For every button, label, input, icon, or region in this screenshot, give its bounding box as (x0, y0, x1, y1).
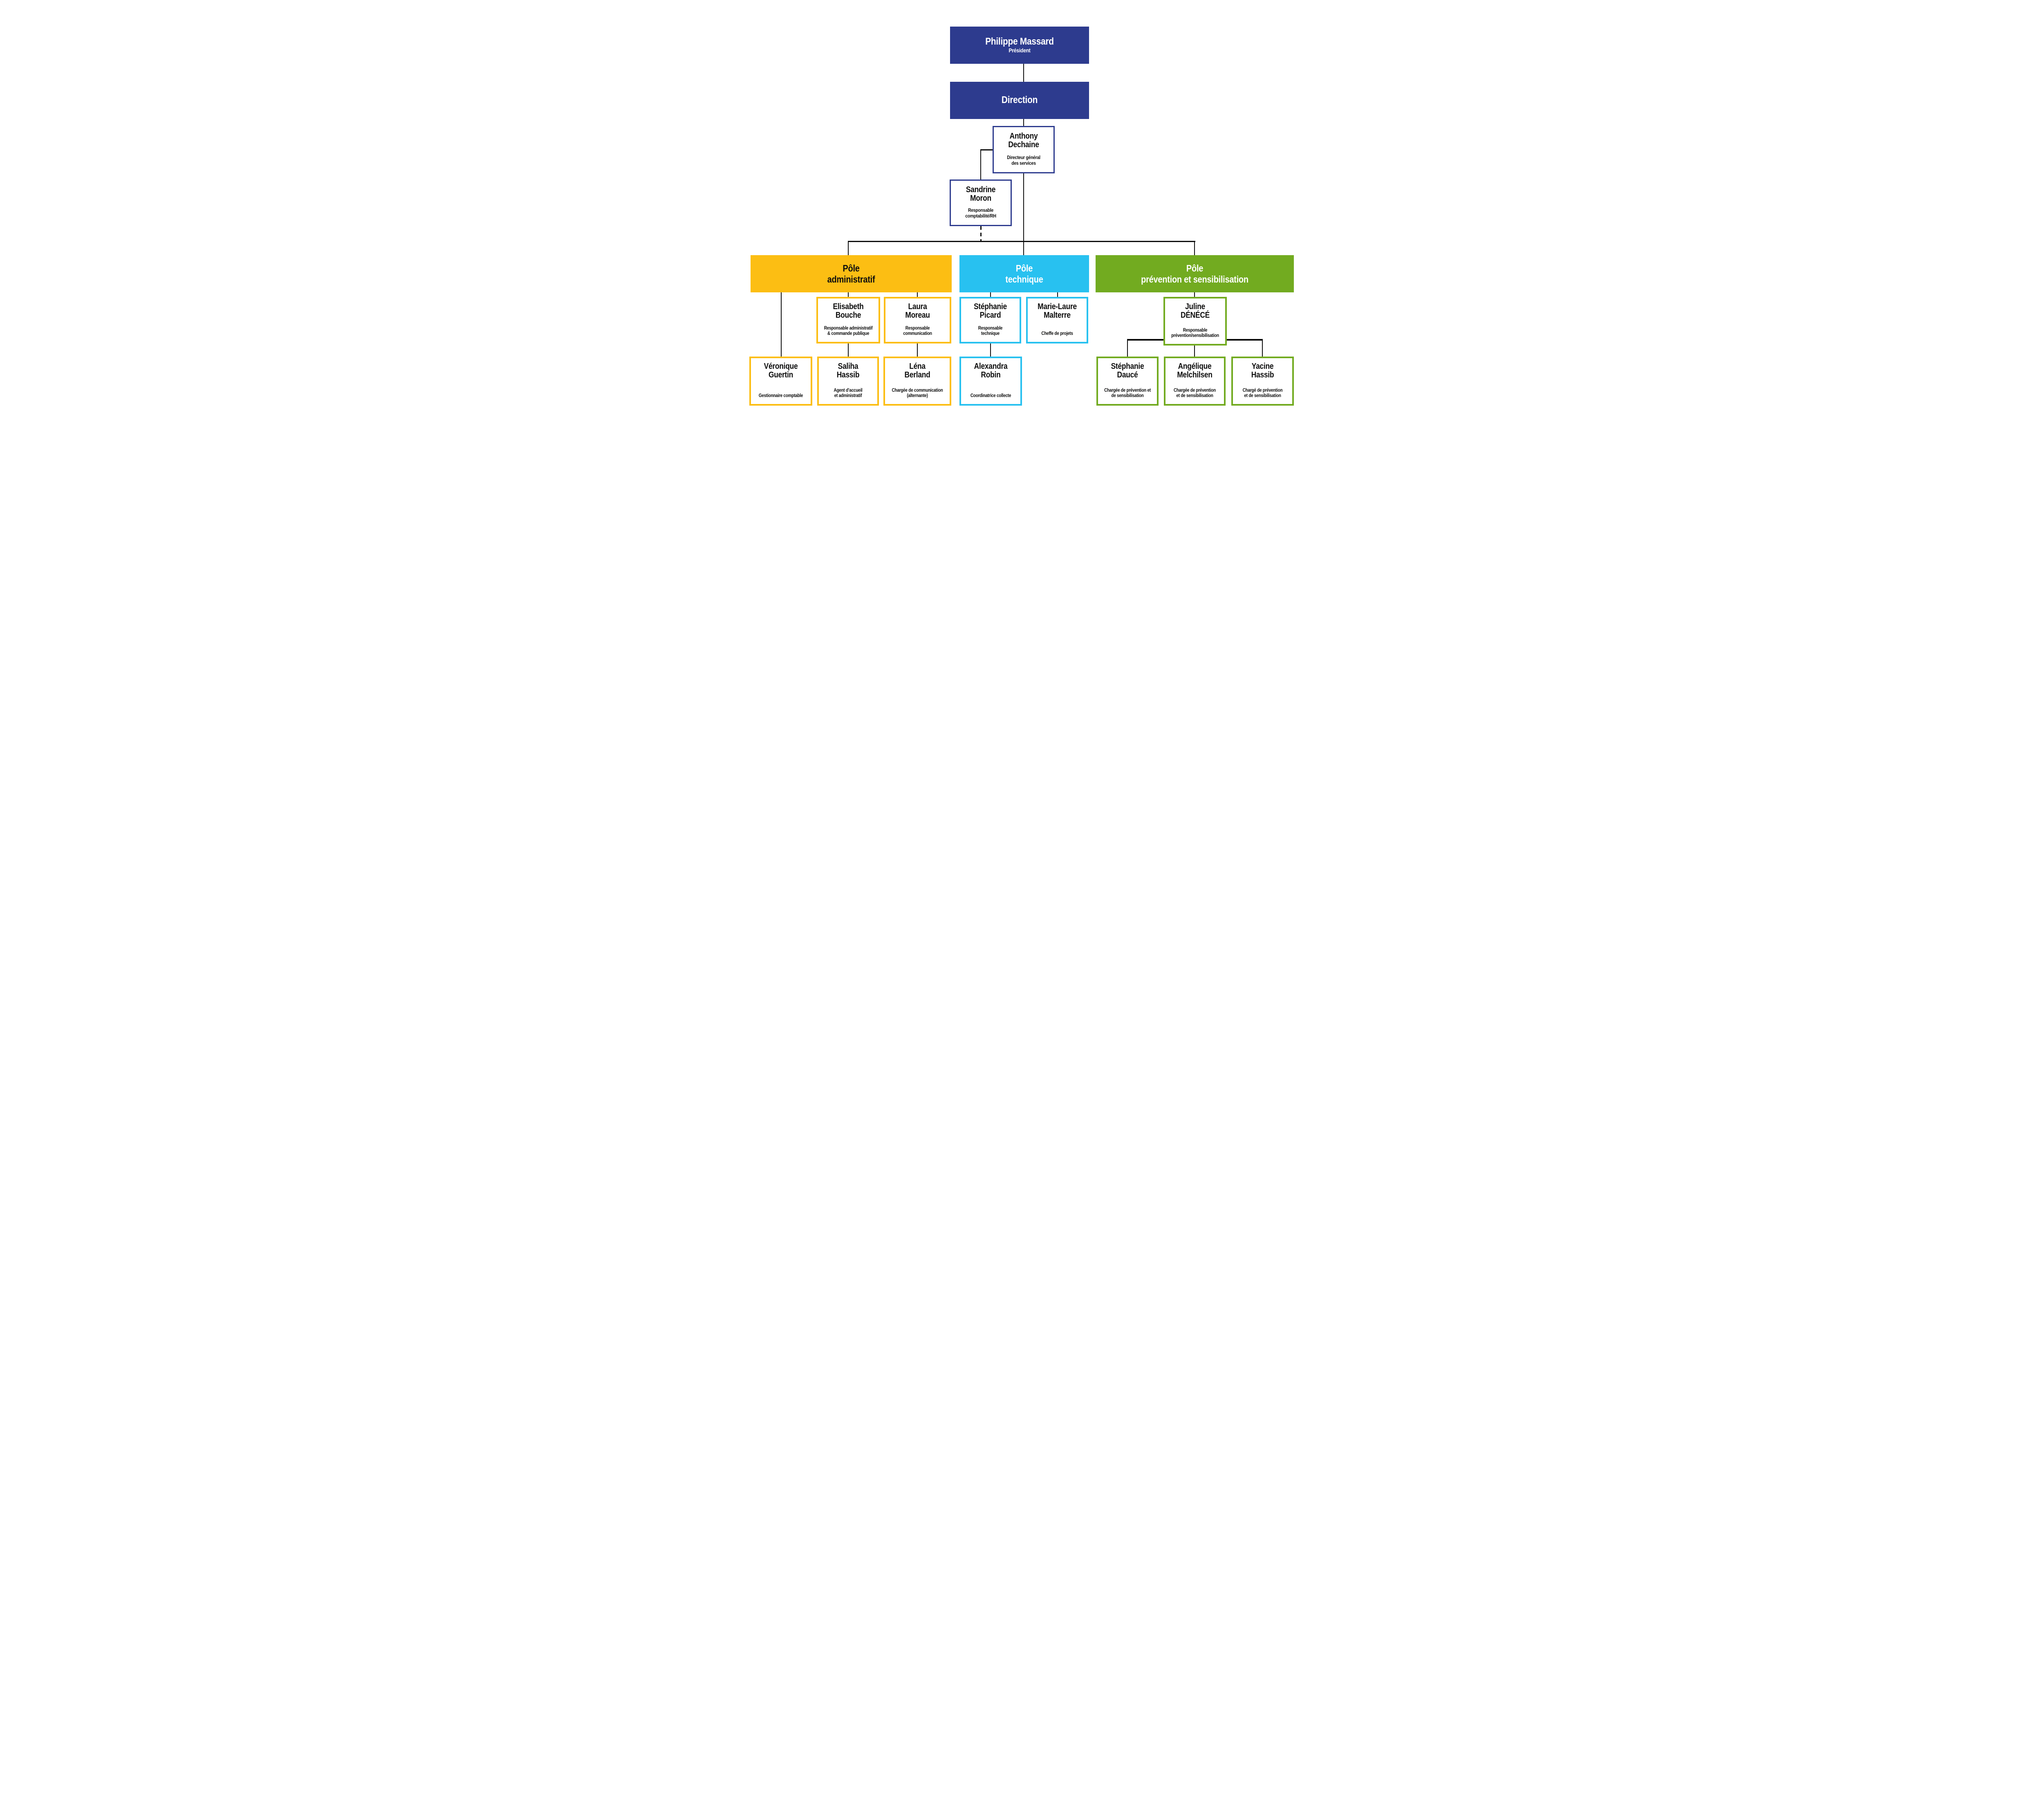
member-name: Saliha Hassib (836, 362, 860, 379)
connector-denece-dauce-v (1127, 339, 1128, 357)
pole-tech-label: Pôle technique (1005, 263, 1043, 285)
member-role: Chargée de prévention et de sensibilisat… (1104, 388, 1151, 399)
member-name: Véronique Guertin (764, 362, 798, 379)
president-name: Philippe Massard (985, 36, 1054, 47)
connector-tech-malterre (1057, 292, 1058, 297)
node-direction: Direction (950, 82, 1089, 119)
node-compta-rh: Sandrine Moron Responsable comptabilité/… (950, 180, 1012, 226)
pole-prev-label: Pôle prévention et sensibilisation (1141, 263, 1248, 285)
member-role: Chargé de prévention et de sensibilisati… (1242, 388, 1283, 399)
node-elisabeth-bouche: Elisabeth Bouche Responsable administrat… (816, 297, 880, 343)
pole-admin-header: Pôle administratif (751, 255, 952, 292)
node-stephanie-picard: Stéphanie Picard Responsable technique (959, 297, 1021, 343)
compta-rh-role: Responsable comptabilité/RH (965, 207, 996, 219)
connector-dgs-comptarh-h (980, 149, 993, 150)
member-role: Responsable technique (978, 325, 1003, 337)
connector-denece-melchilsen (1194, 346, 1195, 357)
node-dgs: Anthony Dechaine Directeur général des s… (993, 126, 1055, 173)
member-name: Angélique Melchilsen (1177, 362, 1213, 379)
member-role: Responsable prévention/sensibilisation (1171, 328, 1219, 339)
node-yacine-hassib: Yacine Hassib Chargé de prévention et de… (1231, 357, 1294, 406)
member-name: Stéphanie Picard (974, 302, 1007, 320)
connector-dgs-trunk (1023, 173, 1024, 255)
node-angelique-melchilsen: Angélique Melchilsen Chargée de préventi… (1164, 357, 1226, 406)
connector-to-pole-prev (1194, 241, 1195, 255)
member-role: Chargée de prévention et de sensibilisat… (1174, 388, 1216, 399)
connector-comptarh-dashed (980, 226, 982, 242)
connector-tech-picard (990, 292, 991, 297)
node-stephanie-dauce: Stéphanie Daucé Chargée de prévention et… (1096, 357, 1159, 406)
member-name: Laura Moreau (905, 302, 930, 320)
node-alexandra-robin: Alexandra Robin Coordinatrice collecte (959, 357, 1022, 406)
member-role: Responsable administratif & commande pub… (824, 325, 873, 337)
dgs-role: Directeur général des services (1007, 155, 1040, 166)
node-juline-denece: Juline DÉNÉCÉ Responsable prévention/sen… (1163, 297, 1227, 346)
connector-picard-robin (990, 343, 991, 357)
member-role: Cheffe de projets (1041, 331, 1073, 337)
compta-rh-name: Sandrine Moron (966, 185, 996, 203)
member-role: Chargée de communication (alternante) (892, 388, 943, 399)
node-president: Philippe Massard Président (950, 27, 1089, 64)
pole-admin-label: Pôle administratif (827, 263, 875, 285)
connector-denece-hassib-v (1262, 339, 1263, 357)
member-role: Gestionnaire comptable (758, 393, 803, 399)
connector-main-horizontal (848, 241, 1195, 242)
node-saliha-hassib: Saliha Hassib Agent d’accueil et adminis… (817, 357, 879, 406)
president-role: Président (1009, 47, 1031, 54)
member-role: Coordinatrice collecte (970, 393, 1011, 399)
dgs-name: Anthony Dechaine (1008, 132, 1039, 149)
member-name: Marie-Laure Malterre (1038, 302, 1077, 320)
pole-prev-header: Pôle prévention et sensibilisation (1096, 255, 1294, 292)
member-name: Yacine Hassib (1251, 362, 1274, 379)
member-role: Responsable communication (903, 325, 932, 337)
member-name: Stéphanie Daucé (1111, 362, 1144, 379)
connector-to-pole-admin (848, 241, 849, 255)
pole-tech-header: Pôle technique (959, 255, 1089, 292)
member-name: Alexandra Robin (974, 362, 1008, 379)
member-name: Juline DÉNÉCÉ (1181, 302, 1210, 320)
member-name: Elisabeth Bouche (833, 302, 864, 320)
connector-denece-dauce-h (1127, 339, 1164, 341)
connector-dgs-comptarh-v (980, 149, 981, 180)
org-chart: Philippe Massard Président Direction Ant… (739, 0, 1305, 453)
member-name: Léna Berland (904, 362, 930, 379)
node-veronique-guertin: Véronique Guertin Gestionnaire comptable (749, 357, 812, 406)
node-laura-moreau: Laura Moreau Responsable communication (884, 297, 951, 343)
member-role: Agent d’accueil et administratif (834, 388, 863, 399)
connector-direction-dgs (1023, 119, 1024, 126)
direction-label: Direction (1001, 94, 1038, 106)
node-marie-laure-malterre: Marie-Laure Malterre Cheffe de projets (1026, 297, 1088, 343)
connector-prev-denece (1194, 292, 1195, 297)
connector-bouche-hassib (848, 343, 849, 357)
node-lena-berland: Léna Berland Chargée de communication (a… (883, 357, 951, 406)
connector-admin-bouche (848, 292, 849, 297)
connector-president-direction (1023, 64, 1024, 82)
connector-denece-hassib-h (1226, 339, 1263, 341)
connector-moreau-berland (917, 343, 918, 357)
connector-admin-guertin (781, 292, 782, 357)
connector-admin-moreau (917, 292, 918, 297)
